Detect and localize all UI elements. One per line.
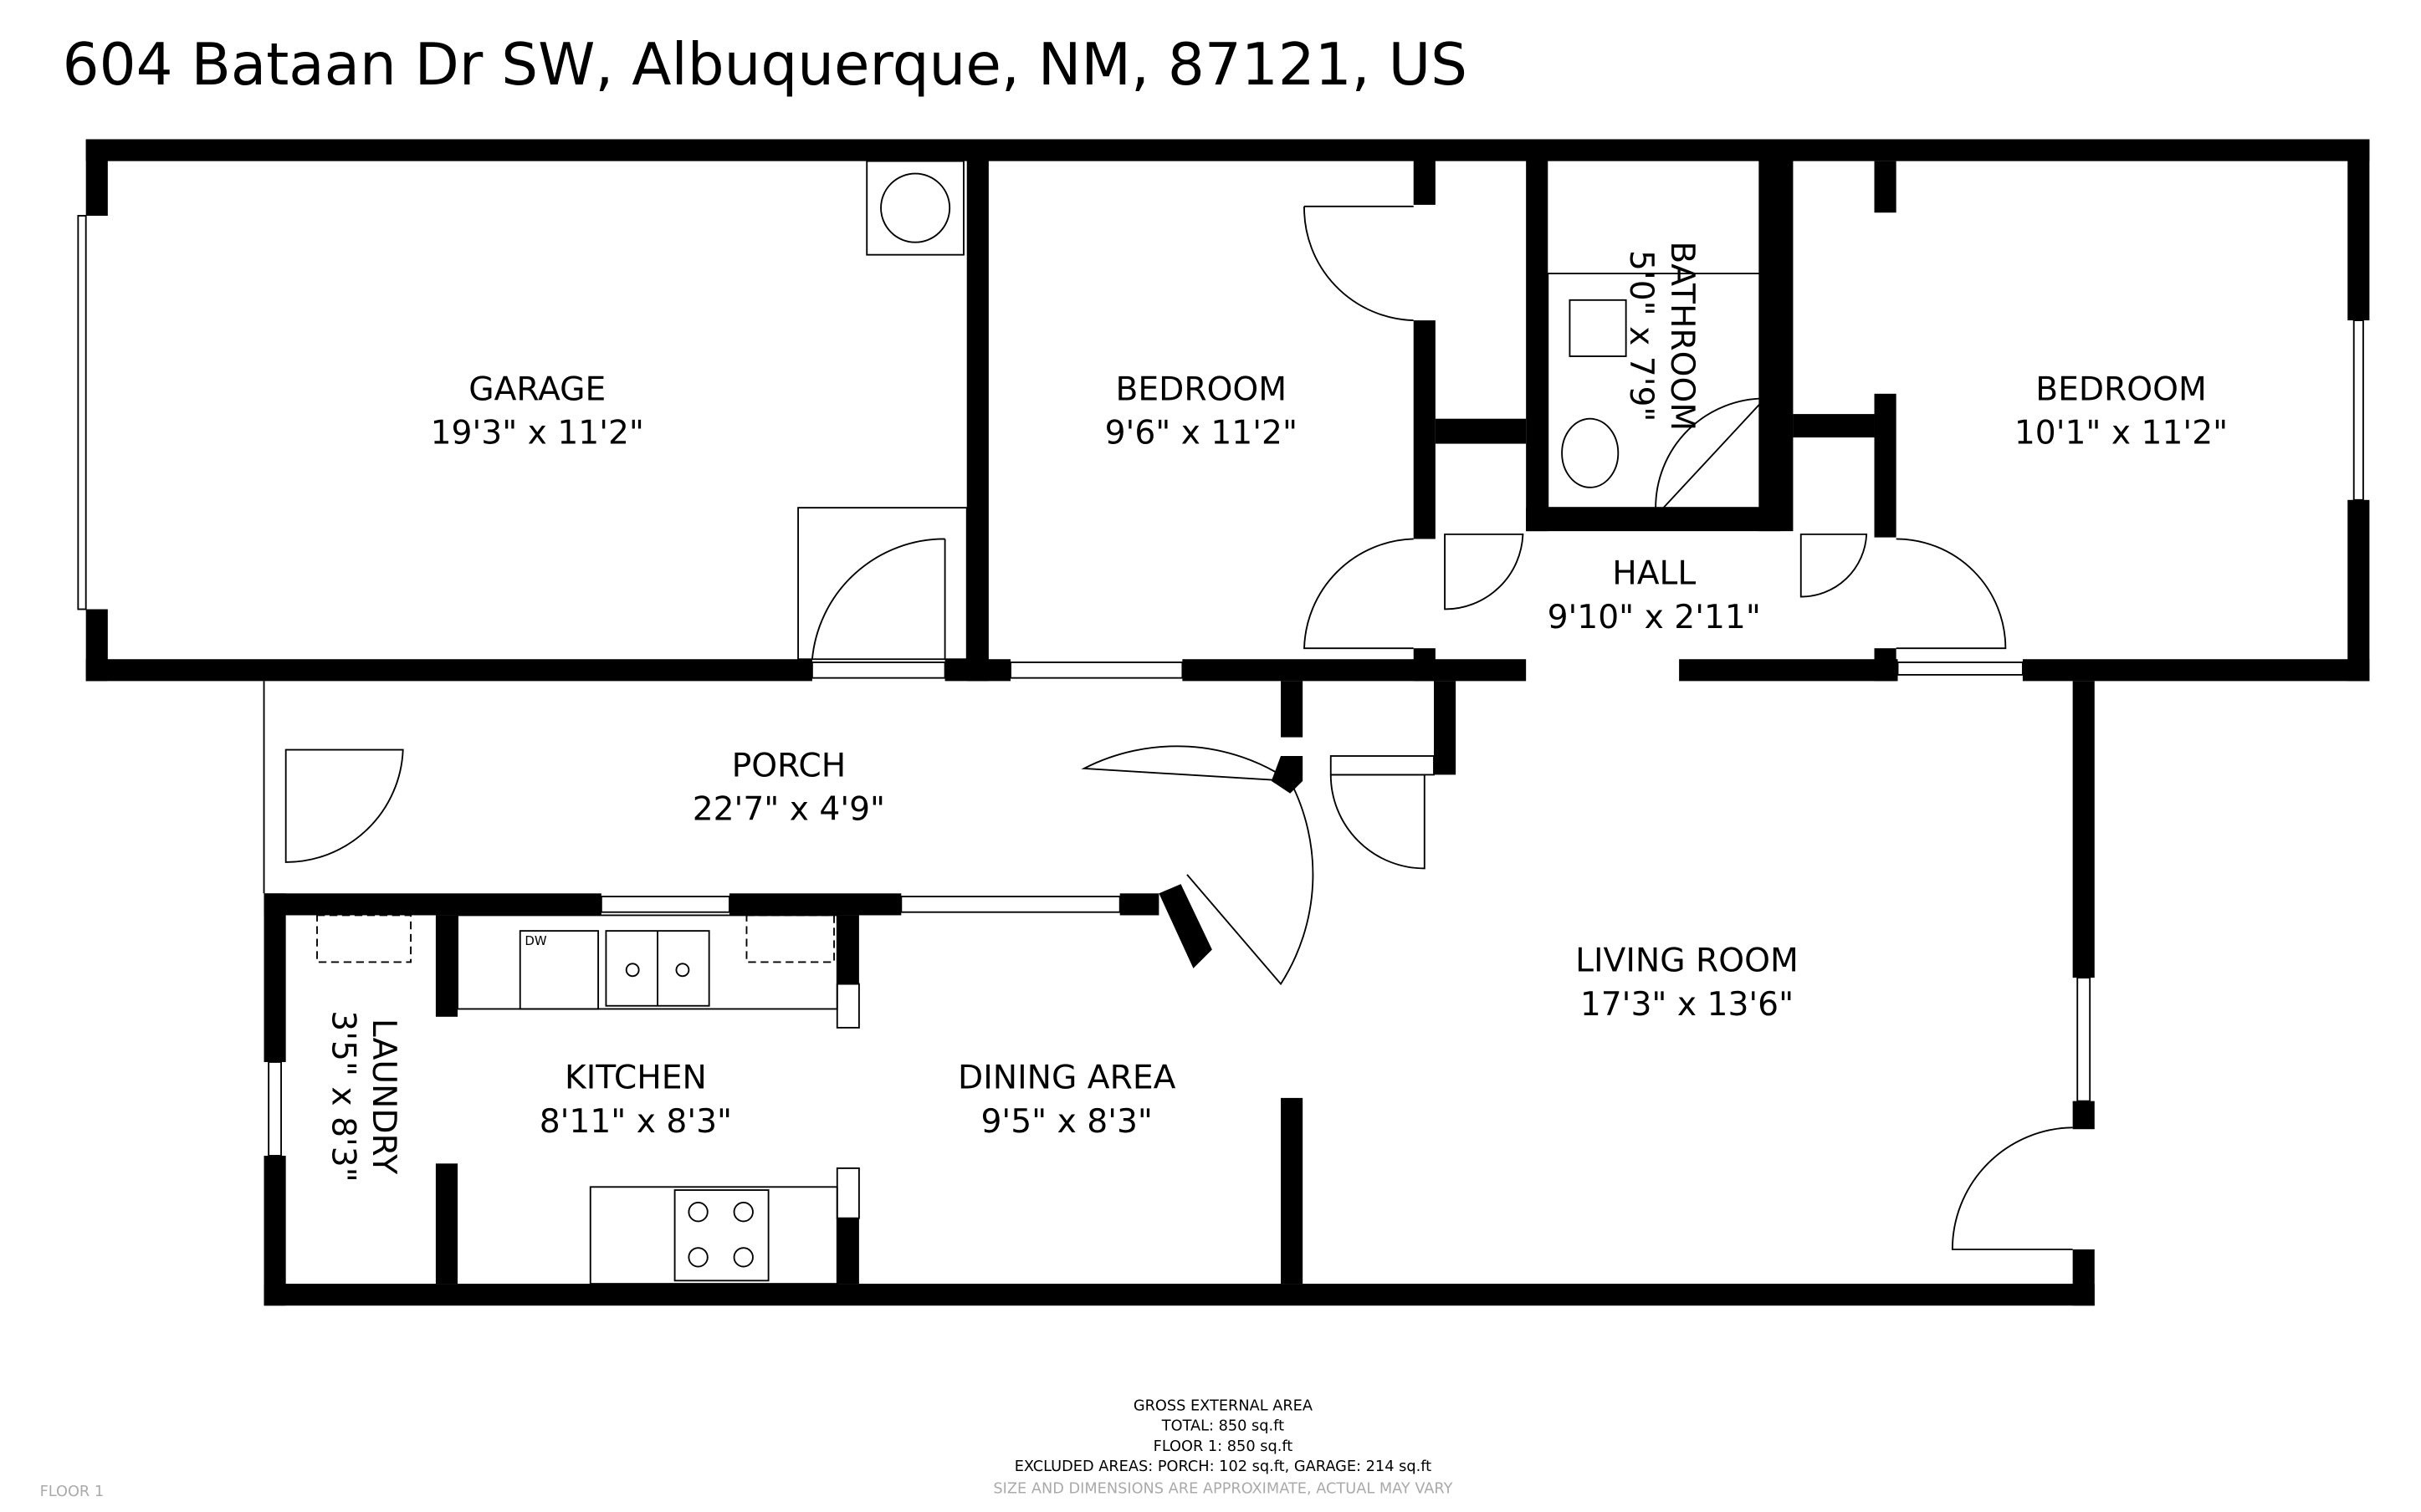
porch-name: PORCH xyxy=(732,747,847,784)
dining-area-name: DINING AREA xyxy=(958,1060,1176,1097)
garage-name: GARAGE xyxy=(468,370,606,408)
doors xyxy=(284,160,2073,1250)
floor-label: FLOOR 1 xyxy=(40,1484,105,1500)
kitchen-size: 8'11" x 8'3" xyxy=(540,1103,732,1141)
area-total: TOTAL: 850 sq.ft xyxy=(1161,1418,1284,1435)
laundry-name: LAUNDRY xyxy=(365,1019,402,1175)
porch-size: 22'7" x 4'9" xyxy=(693,791,885,829)
fixtures xyxy=(316,299,1627,1285)
laundry-size: 3'5" x 8'3" xyxy=(325,1010,362,1182)
living-room-name: LIVING ROOM xyxy=(1575,942,1799,980)
area-floor1: FLOOR 1: 850 sq.ft xyxy=(1154,1438,1293,1455)
dining-area-size: 9'5" x 8'3" xyxy=(981,1103,1153,1141)
garage-size: 19'3" x 11'2" xyxy=(431,415,644,452)
area-summary: GROSS EXTERNAL AREA TOTAL: 850 sq.ft FLO… xyxy=(993,1397,1452,1497)
living-room-size: 17'3" x 13'6" xyxy=(1580,986,1794,1024)
walls xyxy=(77,139,2370,1306)
address-title: 604 Bataan Dr SW, Albuquerque, NM, 87121… xyxy=(63,32,1467,99)
kitchen-name: KITCHEN xyxy=(565,1060,707,1097)
area-heading: GROSS EXTERNAL AREA xyxy=(1134,1397,1313,1414)
room-labels: GARAGE 19'3" x 11'2" BEDROOM 9'6" x 11'2… xyxy=(325,241,2228,1182)
dishwasher-label: DW xyxy=(525,933,546,948)
hall-name: HALL xyxy=(1612,555,1696,593)
area-disclaimer: SIZE AND DIMENSIONS ARE APPROXIMATE, ACT… xyxy=(993,1480,1452,1497)
bathroom-name: BATHROOM xyxy=(1663,241,1701,431)
hall-size: 9'10" x 2'11" xyxy=(1548,599,1761,636)
bedroom2-size: 10'1" x 11'2" xyxy=(2014,415,2228,452)
bedroom1-name: BEDROOM xyxy=(1116,370,1287,408)
area-excluded: EXCLUDED AREAS: PORCH: 102 sq.ft, GARAGE… xyxy=(1015,1458,1431,1475)
bathroom-size: 5'0" x 7'9" xyxy=(1622,250,1660,421)
bedroom1-size: 9'6" x 11'2" xyxy=(1105,415,1298,452)
bedroom2-name: BEDROOM xyxy=(2035,370,2207,408)
